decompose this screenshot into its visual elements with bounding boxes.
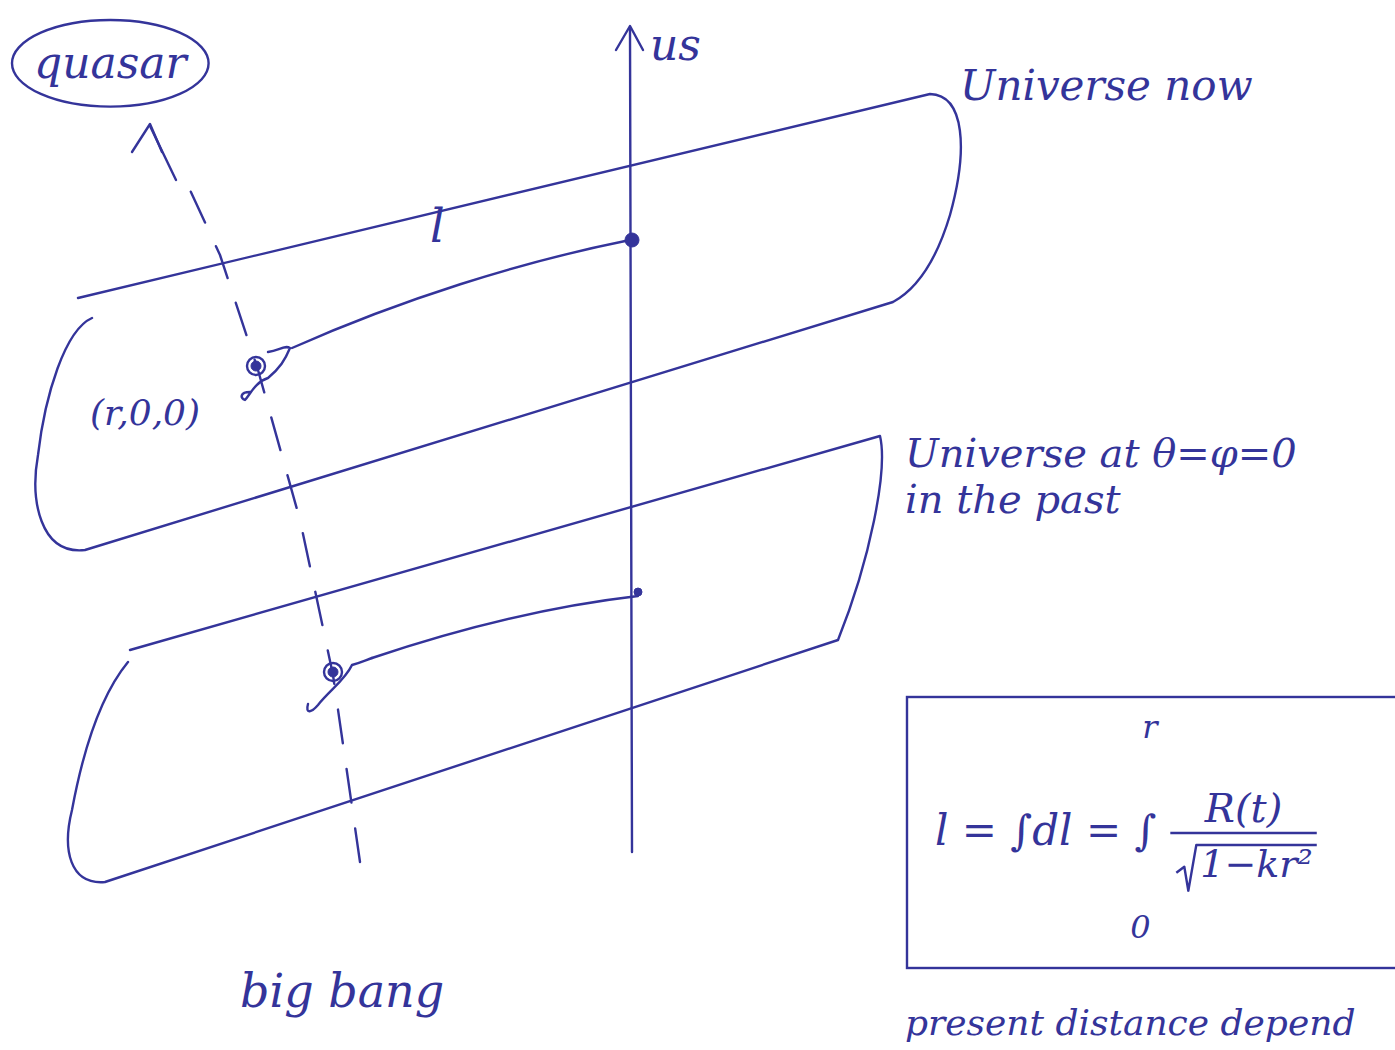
event-dot [634,588,642,596]
brace [242,347,290,400]
slice-label: Universe at θ=φ=0 in the past [905,430,1305,522]
integral-limit: r [1142,709,1157,746]
distance-line [292,240,630,348]
event-dot [324,663,342,681]
event-dot [247,357,265,375]
distance-line [372,596,638,658]
box-line [907,697,1395,968]
formula-box: l = ∫dl = ∫ r 0 R(t) 1−kr² [905,695,1395,970]
fraction-denominator: 1−kr² [1200,843,1312,887]
arrowhead [616,26,643,50]
arrowhead [132,124,162,152]
coordinate-label: (r,0,0) [90,392,200,433]
event-dot [625,233,639,247]
axis-label: us [650,20,701,71]
node-text: quasar [34,38,187,89]
quasar-worldline [190,190,360,862]
ellipse-line [12,20,209,107]
brace [307,658,372,711]
era-label: big bang [240,965,444,1018]
distance-label: l [430,200,445,253]
formula-text: l = ∫dl = ∫ [935,807,1156,855]
fraction-bar [1170,832,1316,834]
spatial-slice-now [35,94,960,550]
our-worldline [630,28,632,852]
integral-limit: 0 [1130,909,1150,946]
event-dot [251,361,261,371]
note-text: present distance depend [905,1002,1355,1043]
circled-label: quasar [10,18,211,109]
slice-label: Universe now [960,62,1253,110]
spatial-slice-past [68,436,882,882]
fraction-numerator: R(t) [1205,785,1282,831]
event-dot [328,667,338,677]
